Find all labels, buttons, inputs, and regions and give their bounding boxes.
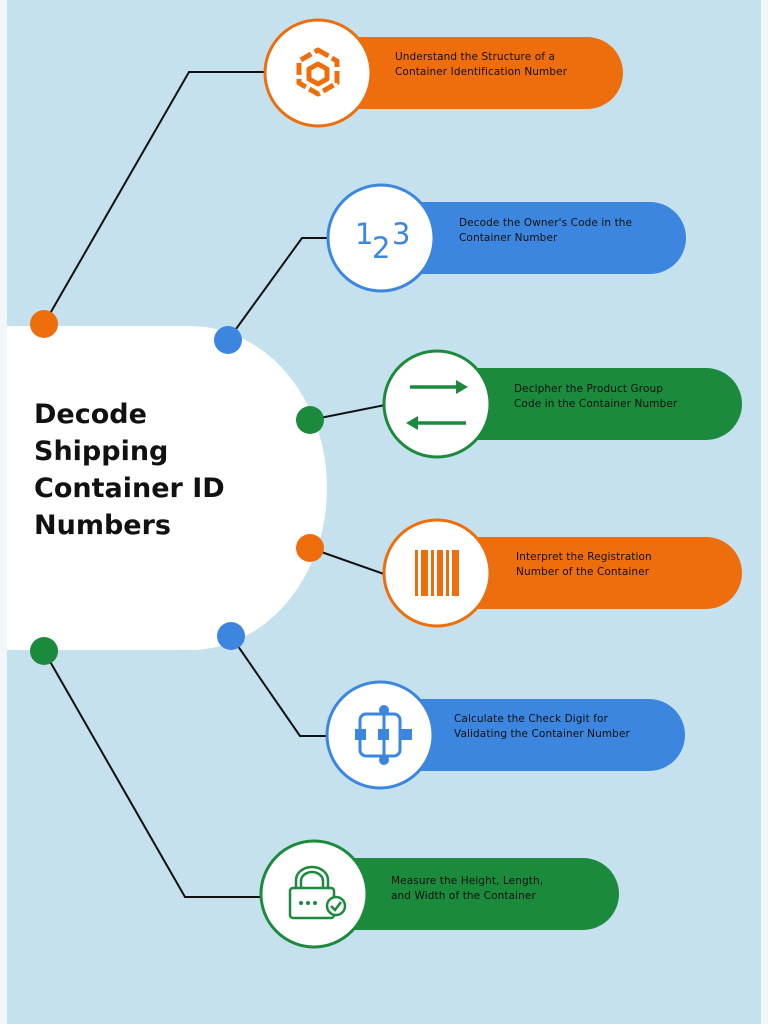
numbers-123-icon: 1 2 3 — [355, 217, 410, 265]
step-5-label: Calculate the Check Digit for Validating… — [454, 713, 630, 740]
swap-arrows-icon — [406, 380, 468, 430]
step-6 — [259, 839, 619, 949]
svg-text:2: 2 — [372, 231, 390, 265]
step-2-icon-circle — [326, 183, 436, 293]
svg-text:3: 3 — [392, 217, 410, 251]
step-3-label: Decipher the Product Group Code in the C… — [514, 383, 678, 410]
connector-dot-2 — [214, 326, 242, 354]
title-hub — [7, 326, 327, 650]
step-2-pill — [381, 202, 686, 274]
step-4-pill — [437, 537, 742, 609]
connector-line-2 — [227, 237, 330, 341]
connector-dots — [30, 310, 324, 665]
step-3-pill — [437, 368, 742, 440]
step-4 — [382, 518, 742, 628]
barcode-icon — [415, 550, 459, 596]
step-5-pill — [380, 699, 685, 771]
flowchart-icon — [355, 705, 412, 765]
step-6-icon-circle — [259, 839, 369, 949]
connector-dot-5 — [217, 622, 245, 650]
left-border — [0, 0, 7, 1024]
secure-container-dots — [299, 901, 317, 905]
step-6-label: Measure the Height, Length, and Width of… — [391, 875, 544, 902]
step-3 — [382, 349, 742, 459]
step-1-label: Understand the Structure of a Container … — [395, 51, 568, 78]
step-1 — [263, 18, 623, 128]
cube-icon — [296, 47, 340, 97]
page-title: Decode Shipping Container ID Numbers — [34, 399, 225, 541]
svg-text:1: 1 — [355, 217, 373, 251]
connector-line-1 — [43, 71, 270, 325]
step-6-pill — [314, 858, 619, 930]
right-border — [761, 0, 768, 1024]
connector-line-5 — [230, 635, 328, 737]
connector-line-6 — [43, 650, 263, 898]
step-1-icon-circle — [263, 18, 373, 128]
secure-container-icon — [288, 865, 347, 920]
connector-dot-1 — [30, 310, 58, 338]
connector-dot-3 — [296, 406, 324, 434]
connector-dot-4 — [296, 534, 324, 562]
step-5 — [325, 680, 685, 790]
step-2: 1 2 3 — [326, 183, 686, 293]
step-3-icon-circle — [382, 349, 492, 459]
step-1-pill — [318, 37, 623, 109]
step-4-label: Interpret the Registration Number of the… — [516, 551, 652, 578]
step-2-label: Decode the Owner's Code in the Container… — [459, 217, 633, 244]
connector-dot-6 — [30, 637, 58, 665]
